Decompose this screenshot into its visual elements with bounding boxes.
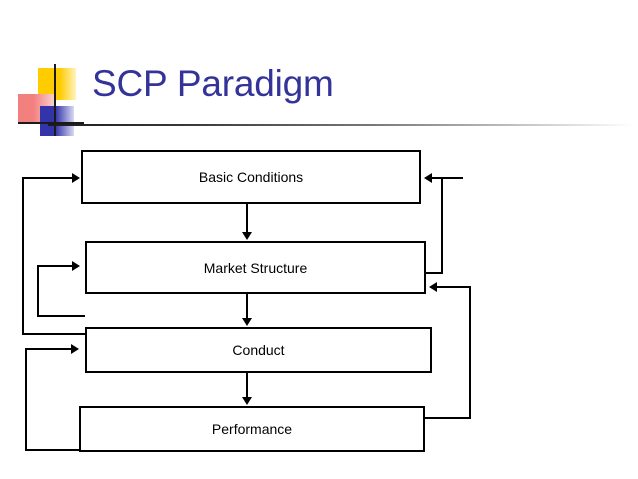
edge-feedback-to-market-arrowhead: [72, 261, 80, 271]
node-market-structure[interactable]: Market Structure: [85, 241, 426, 294]
edge-market-to-conduct-arrowhead: [242, 318, 252, 326]
decoration-square-blue: [40, 106, 74, 136]
edge-conduct-to-basic-top: [22, 177, 74, 179]
decoration-crosshair-horizontal: [18, 122, 84, 124]
edge-performance-to-market-arrowhead: [429, 282, 437, 292]
title-divider: [48, 124, 634, 126]
edge-conduct-to-basic-vertical: [22, 177, 24, 335]
edge-market-to-basic-top: [432, 177, 463, 179]
node-label: Market Structure: [203, 259, 308, 276]
edge-performance-to-conduct-top: [25, 348, 73, 350]
edge-market-to-basic-vertical: [441, 177, 443, 274]
page-title: SCP Paradigm: [92, 63, 334, 104]
node-label: Performance: [211, 421, 293, 437]
edge-performance-to-conduct-vertical: [25, 348, 27, 451]
edge-performance-to-market-vertical: [469, 286, 471, 419]
edge-market-to-basic-bottom: [426, 272, 443, 274]
title-decoration: [18, 64, 90, 136]
node-label: Conduct: [232, 342, 285, 358]
edge-market-to-conduct-line: [246, 294, 248, 320]
node-basic-conditions[interactable]: Basic Conditions: [81, 150, 421, 204]
node-performance[interactable]: Performance: [79, 406, 425, 452]
edge-feedback-to-market-top: [37, 265, 75, 267]
edge-performance-to-conduct-arrowhead: [71, 344, 79, 354]
edge-feedback-to-market-bottom: [37, 315, 85, 317]
edge-feedback-to-market-vertical: [37, 265, 39, 317]
node-conduct[interactable]: Conduct: [85, 327, 432, 373]
edge-market-to-basic-arrowhead: [424, 173, 432, 183]
edge-performance-to-market-bottom: [425, 417, 471, 419]
edge-conduct-to-basic-bottom: [22, 333, 85, 335]
edge-performance-to-conduct-bottom: [25, 449, 81, 451]
edge-basic-to-market-arrowhead: [242, 232, 252, 240]
edge-basic-to-market-line: [246, 204, 248, 234]
edge-conduct-to-basic-arrowhead: [72, 173, 80, 183]
decoration-crosshair-vertical: [54, 64, 56, 136]
edge-conduct-to-performance-line: [246, 373, 248, 399]
node-label: Basic Conditions: [198, 169, 304, 185]
edge-conduct-to-performance-arrowhead: [242, 397, 252, 405]
edge-performance-to-market-top: [437, 286, 471, 288]
